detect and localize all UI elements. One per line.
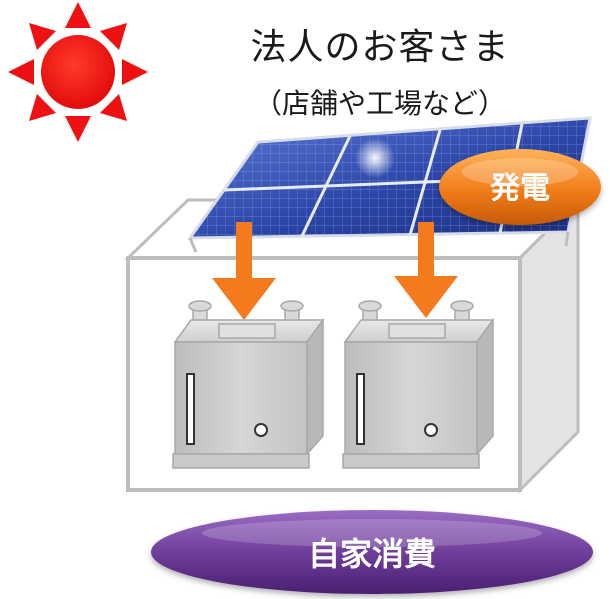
arrow-down-icon bbox=[212, 222, 276, 320]
sun-icon bbox=[8, 2, 148, 142]
page-subtitle: （店舗や工場など） bbox=[253, 87, 506, 120]
battery-icon bbox=[342, 300, 495, 469]
arrow-down-icon bbox=[394, 222, 458, 318]
generation-label: 発電 bbox=[489, 171, 550, 206]
self-consumption-badge: 自家消費 bbox=[151, 510, 593, 594]
generation-badge: 発電 bbox=[439, 149, 601, 225]
battery-icon bbox=[172, 300, 325, 469]
self-consumption-label: 自家消費 bbox=[308, 535, 436, 573]
page-title: 法人のお客さま bbox=[250, 27, 510, 68]
